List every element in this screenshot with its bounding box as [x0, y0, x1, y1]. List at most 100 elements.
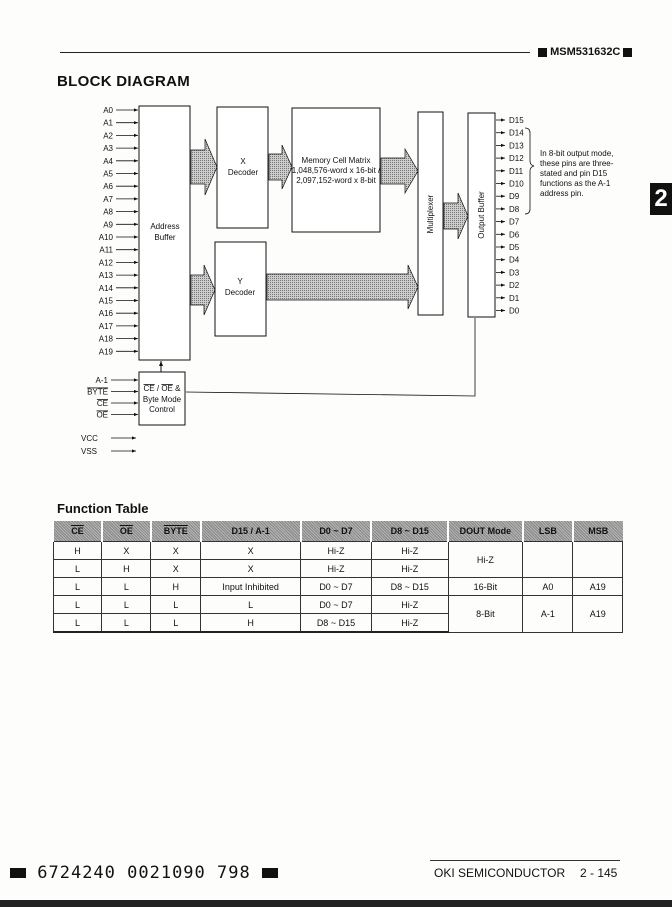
memory-label: 2,097,152-word x 8-bit: [296, 176, 376, 185]
control-label: Control: [149, 405, 175, 414]
control-pin-label: BYTE: [87, 388, 108, 397]
table-cell: L: [101, 577, 152, 596]
data-pin-label: D13: [509, 141, 524, 150]
header-rule: [60, 52, 530, 53]
table-header: D8 ~ D15: [370, 521, 449, 542]
note-text: address pin.: [540, 189, 584, 198]
arrow-to-memory: [268, 144, 293, 190]
bottom-band: [0, 900, 672, 907]
table-cell: L: [52, 595, 103, 614]
data-pin-label: D7: [509, 218, 520, 227]
table-cell: Hi-Z: [370, 559, 449, 578]
power-pins: VCC VSS: [81, 434, 136, 456]
table-cell: L: [150, 613, 202, 633]
table-cell: H: [101, 559, 152, 578]
data-pin-label: D4: [509, 256, 520, 265]
data-pin-label: D15: [509, 116, 524, 125]
control-block: [138, 371, 186, 426]
table-cell: L: [52, 613, 103, 633]
table-header: BYTE: [149, 521, 201, 542]
address-pin-label: A17: [99, 322, 114, 331]
footer-rule: [430, 860, 620, 861]
x-decoder-label: X: [240, 157, 246, 166]
multiplexer-label: Multiplexer: [426, 194, 435, 233]
footer-company: OKI SEMICONDUCTOR: [434, 866, 566, 880]
arrow-y-to-multiplexer: [266, 264, 419, 310]
address-pin-label: A15: [99, 297, 114, 306]
table-cell: [572, 541, 623, 578]
address-pin-label: A12: [99, 258, 114, 267]
data-pin-label: D2: [509, 281, 520, 290]
table-header: D0 ~ D7: [299, 521, 372, 542]
footer-code-text: 6724240 0021090 798: [37, 863, 251, 883]
power-pin-label-vss: VSS: [81, 447, 97, 456]
table-header: D15 / A-1: [199, 521, 301, 542]
data-pin-label: D6: [509, 230, 520, 239]
address-buffer-label: Address: [150, 222, 179, 231]
table-cell: A0: [522, 577, 574, 596]
output-buffer-block: [467, 112, 496, 318]
arrow-to-output-buffer: [443, 192, 469, 240]
table-header: DOUT Mode: [447, 521, 523, 542]
memory-label: Memory Cell Matrix: [302, 156, 371, 165]
table-cell: Hi-Z: [447, 541, 524, 578]
data-pin-label: D5: [509, 243, 520, 252]
address-pin-label: A3: [103, 144, 113, 153]
table-cell: L: [52, 559, 103, 578]
table-cell: X: [200, 559, 302, 578]
data-pin-label: D12: [509, 154, 524, 163]
address-pin-label: A16: [99, 309, 114, 318]
data-pin-label: D14: [509, 129, 524, 138]
memory-label: 1,048,576-word x 16-bit /: [292, 166, 381, 175]
table-cell: L: [200, 595, 302, 614]
address-pin-label: A5: [103, 170, 113, 179]
table-cell: 16-Bit: [447, 577, 524, 596]
table-cell: D8 ~ D15: [300, 613, 372, 633]
address-pin-label: A13: [99, 271, 114, 280]
note-brace: [524, 127, 535, 215]
power-pin-label-vcc: VCC: [81, 434, 98, 443]
table-cell: H: [52, 541, 103, 560]
table-cell: X: [101, 541, 152, 560]
table-cell: A19: [572, 595, 623, 633]
x-decoder-block: [216, 106, 269, 229]
table-cell: Hi-Z: [300, 559, 372, 578]
address-pin-label: A19: [99, 347, 114, 356]
table-cell: X: [150, 541, 202, 560]
control-label: Byte Mode: [143, 395, 182, 404]
table-cell: D0 ~ D7: [300, 595, 372, 614]
address-pin-label: A14: [99, 284, 114, 293]
table-cell: X: [150, 559, 202, 578]
address-pin-label: A1: [103, 119, 113, 128]
address-pin-label: A10: [99, 233, 114, 242]
address-pin-label: A6: [103, 182, 113, 191]
address-pin-label: A11: [99, 246, 113, 255]
block-diagram: A0A1A2A3A4A5A6A7A8A9A10A11A12A13A14A15A1…: [81, 105, 614, 456]
note-text: In 8-bit output mode,: [540, 149, 613, 158]
table-cell: D8 ~ D15: [370, 577, 449, 596]
data-pin-label: D9: [509, 192, 520, 201]
multiplexer-block: [417, 111, 444, 316]
section-title: BLOCK DIAGRAM: [57, 73, 191, 90]
page-number: 2 - 145: [580, 866, 618, 880]
memory-cell-matrix-block: [291, 107, 381, 233]
x-decoder-label: Decoder: [228, 168, 259, 177]
data-pin-label: D1: [509, 294, 520, 303]
table-cell: Hi-Z: [370, 613, 449, 633]
arrow-to-multiplexer-top: [380, 147, 419, 195]
arrow-to-y-decoder: [190, 264, 216, 316]
control-to-output-line: [185, 318, 476, 397]
table-cell: 8-Bit: [447, 595, 524, 633]
table-cell: [522, 541, 574, 578]
table-header: CE: [52, 521, 102, 542]
table-header: LSB: [521, 521, 573, 542]
address-pin-label: A8: [103, 208, 113, 217]
y-decoder-label: Decoder: [225, 288, 256, 297]
table-cell: H: [150, 577, 202, 596]
table-cell: Hi-Z: [370, 595, 449, 614]
note-text: functions as the A-1: [540, 179, 611, 188]
